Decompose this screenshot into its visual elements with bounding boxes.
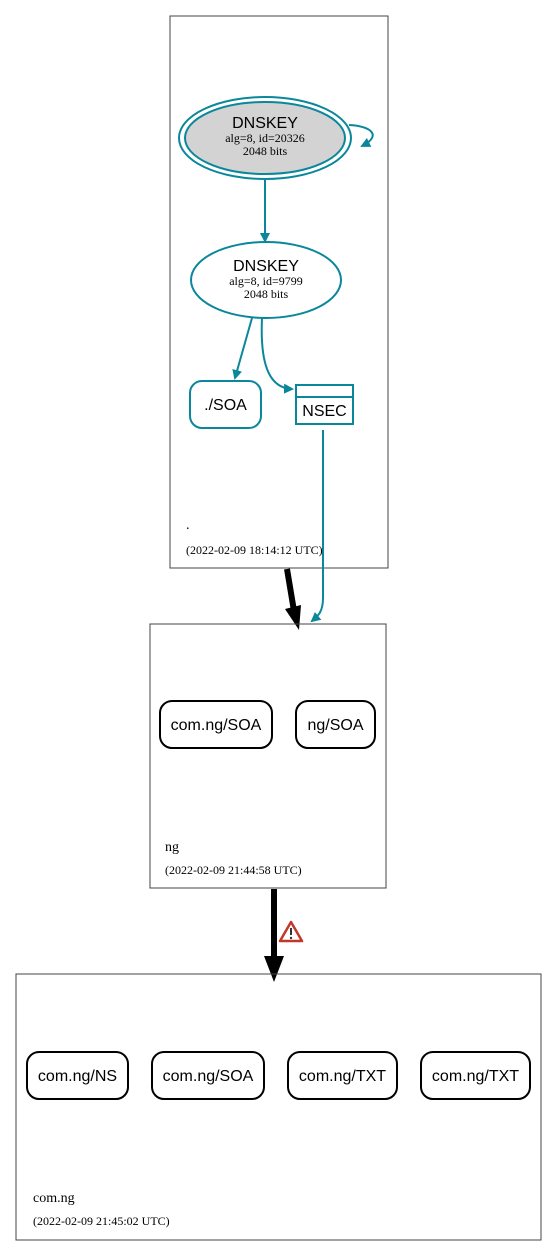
root-ksk-detail: alg=8, id=20326 bbox=[225, 131, 305, 145]
ksk-self-signature-edge bbox=[348, 124, 374, 147]
ng-record-label: ng/SOA bbox=[307, 717, 363, 734]
com-ng-record-label: com.ng/NS bbox=[38, 1068, 117, 1085]
root-ksk-title: DNSKEY bbox=[232, 115, 298, 132]
zone-ng-name: ng bbox=[165, 840, 179, 855]
com-ng-record-txt-2[interactable]: com.ng/TXT bbox=[420, 1051, 531, 1100]
root-soa-node[interactable]: ./SOA bbox=[189, 380, 262, 429]
ng-to-com-ng-arrowhead bbox=[264, 956, 284, 982]
zone-com-ng-box bbox=[15, 973, 542, 1241]
zsk-to-nsec-edge bbox=[260, 317, 294, 394]
root-zsk-title: DNSKEY bbox=[233, 258, 299, 275]
warning-triangle-icon[interactable] bbox=[278, 920, 304, 943]
root-zsk-node[interactable]: DNSKEY alg=8, id=9799 2048 bits bbox=[190, 241, 342, 319]
zsk-to-soa-edge bbox=[232, 317, 253, 380]
root-zsk-detail: alg=8, id=9799 bbox=[229, 274, 303, 288]
com-ng-record-label: com.ng/SOA bbox=[163, 1068, 254, 1085]
zone-ng-box bbox=[149, 623, 387, 889]
com-ng-record-soa[interactable]: com.ng/SOA bbox=[151, 1051, 265, 1100]
com-ng-record-label: com.ng/TXT bbox=[432, 1068, 519, 1085]
ng-record-ng-soa[interactable]: ng/SOA bbox=[295, 700, 376, 749]
zone-root-timestamp: (2022-02-09 18:14:12 UTC) bbox=[186, 543, 323, 557]
root-nsec-label: NSEC bbox=[302, 403, 346, 420]
ng-record-com-ng-soa[interactable]: com.ng/SOA bbox=[159, 700, 273, 749]
zone-com-ng-name: com.ng bbox=[33, 1191, 75, 1206]
zone-com-ng: com.ng/NS com.ng/SOA com.ng/TXT com.ng/T… bbox=[15, 973, 542, 1241]
com-ng-record-txt-1[interactable]: com.ng/TXT bbox=[287, 1051, 398, 1100]
root-ksk-bits: 2048 bits bbox=[243, 144, 288, 158]
root-ksk-node[interactable]: DNSKEY alg=8, id=20326 2048 bits bbox=[178, 96, 352, 180]
root-to-ng-delegation-edge bbox=[284, 568, 297, 612]
com-ng-record-label: com.ng/TXT bbox=[299, 1068, 386, 1085]
zone-root: DNSKEY alg=8, id=20326 2048 bits DNSKEY … bbox=[169, 15, 389, 569]
nsec-to-ng-edge bbox=[310, 430, 324, 623]
com-ng-record-ns[interactable]: com.ng/NS bbox=[26, 1051, 129, 1100]
zone-ng: com.ng/SOA ng/SOA ng (2022-02-09 21:44:5… bbox=[149, 623, 387, 889]
zone-root-box bbox=[169, 15, 389, 569]
zone-root-name: . bbox=[186, 518, 190, 533]
root-soa-label: ./SOA bbox=[204, 397, 247, 414]
ng-record-label: com.ng/SOA bbox=[171, 717, 262, 734]
root-zsk-bits: 2048 bits bbox=[244, 287, 289, 301]
root-to-ng-arrowhead bbox=[285, 605, 301, 630]
zone-com-ng-timestamp: (2022-02-09 21:45:02 UTC) bbox=[33, 1214, 170, 1228]
root-nsec-node[interactable]: NSEC bbox=[295, 384, 354, 425]
zone-ng-timestamp: (2022-02-09 21:44:58 UTC) bbox=[165, 863, 302, 877]
